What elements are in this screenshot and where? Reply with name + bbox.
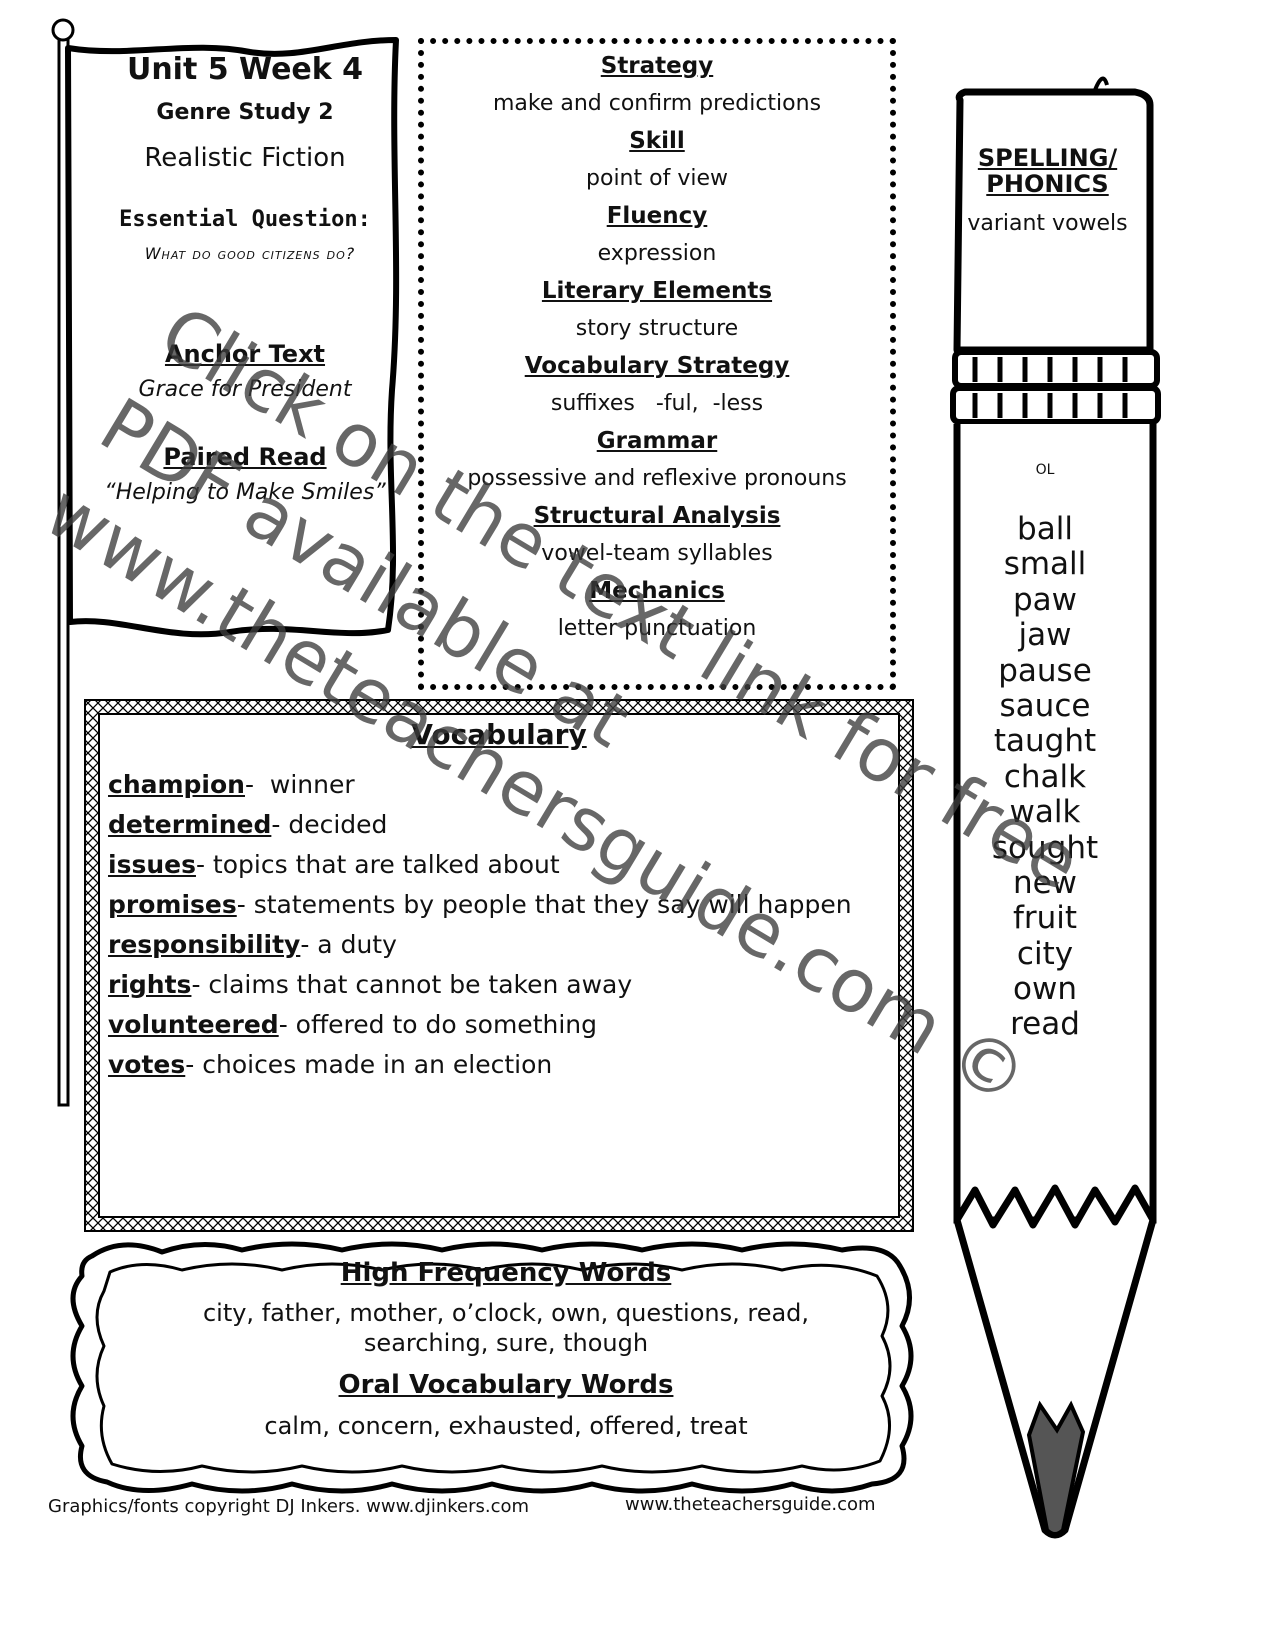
vocabulary-term: issues: [108, 850, 196, 879]
vocabulary-term: rights: [108, 970, 192, 999]
vocabulary-term: responsibility: [108, 930, 301, 959]
essential-question: What do good citizens do?: [144, 244, 356, 263]
vocabulary-definition: - statements by people that they say wil…: [236, 890, 852, 919]
skill-heading: Skill: [629, 128, 685, 154]
spelling-word: paw: [1012, 581, 1078, 618]
paired-read-label: Paired Read: [163, 443, 327, 471]
spelling-word: walk: [1009, 794, 1081, 831]
skill-value: point of view: [586, 166, 728, 191]
fluency-value: expression: [597, 241, 717, 266]
spelling-word: jaw: [1018, 617, 1072, 654]
vocabulary-definition: - a duty: [300, 930, 397, 959]
strategy-heading: Strategy: [600, 53, 714, 79]
vocabulary-term: promises: [108, 890, 237, 919]
level-label: OL: [1035, 462, 1055, 478]
pencil-graphite: [1026, 1400, 1086, 1536]
spelling-word: ball: [1017, 511, 1073, 547]
vocabulary-definition: - choices made in an election: [185, 1050, 553, 1079]
spelling-word: pause: [998, 652, 1092, 689]
essential-question-label: Essential Question:: [119, 207, 371, 232]
anchor-text-label: Anchor Text: [164, 340, 326, 368]
spelling-word: own: [1013, 971, 1077, 1008]
spelling-subheading: variant vowels: [967, 211, 1128, 236]
vocabulary-definition: - claims that cannot be taken away: [191, 970, 633, 999]
spelling-word: sauce: [999, 687, 1091, 724]
grammar-heading: Grammar: [596, 428, 718, 454]
vocabulary-item: determined- decided: [108, 806, 898, 846]
literary-elements-value: story structure: [575, 316, 739, 341]
mechanics-heading: Mechanics: [589, 578, 725, 604]
spelling-word-list: ball small paw jaw pause sauce taught ch…: [955, 511, 1135, 1043]
spelling-word: sought: [991, 829, 1099, 866]
vocabulary-item: rights- claims that cannot be taken away: [108, 966, 898, 1006]
strategy-list: Strategy make and confirm predictions Sk…: [418, 50, 896, 650]
vocabulary-strategy-value: suffixes -ful, -less: [550, 391, 764, 416]
mechanics-value: letter punctuation: [557, 616, 757, 641]
strategy-box: [418, 38, 896, 690]
vocabulary-item: promises- statements by people that they…: [108, 886, 898, 926]
vocabulary-term: volunteered: [108, 1010, 279, 1039]
vocabulary-item: champion- winner: [108, 766, 898, 806]
unit-title: Unit 5 Week 4: [126, 52, 364, 87]
paired-read: “Helping to Make Smiles”: [104, 480, 386, 505]
vocabulary-term: votes: [108, 1050, 186, 1079]
structural-analysis-value: vowel-team syllables: [541, 541, 773, 566]
vocabulary-list: champion- winner determined- decided iss…: [108, 766, 898, 1086]
pencil-ferrule-bottom: [950, 385, 1161, 425]
genre-study: Genre Study 2: [156, 100, 334, 125]
strategy-value: make and confirm predictions: [492, 91, 822, 116]
vocabulary-definition: - topics that are talked about: [195, 850, 560, 879]
vocabulary-item: votes- choices made in an election: [108, 1046, 898, 1086]
pencil-eraser: [953, 88, 1154, 354]
high-frequency-title: High Frequency Words: [340, 1258, 672, 1288]
word-cloud-frame: [70, 1241, 914, 1494]
spelling-word: small: [1003, 546, 1087, 583]
vocabulary-definition: - winner: [244, 770, 355, 799]
structural-analysis-heading: Structural Analysis: [533, 503, 781, 529]
spelling-word: city: [1016, 935, 1074, 972]
literary-elements-heading: Literary Elements: [541, 278, 773, 304]
spelling-word: fruit: [1012, 900, 1078, 937]
vocabulary-term: determined: [108, 810, 272, 839]
vocabulary-term: champion: [108, 770, 245, 799]
anchor-text: Grace for President: [138, 377, 352, 402]
genre: Realistic Fiction: [144, 143, 346, 173]
pencil-graphic: [950, 76, 1161, 1539]
vocabulary-frame: [84, 699, 914, 1232]
fluency-heading: Fluency: [606, 203, 708, 229]
vocabulary-item: responsibility- a duty: [108, 926, 898, 966]
vocabulary-strategy-heading: Vocabulary Strategy: [524, 353, 790, 379]
flag-graphic: [51, 18, 400, 1107]
spelling-word: chalk: [1003, 758, 1087, 795]
oral-vocabulary-words: calm, concern, exhausted, offered, treat: [264, 1412, 748, 1440]
vocabulary-definition: - decided: [271, 810, 388, 839]
vocabulary-item: volunteered- offered to do something: [108, 1006, 898, 1046]
spelling-word: taught: [993, 723, 1097, 760]
oral-vocabulary-title: Oral Vocabulary Words: [338, 1370, 674, 1400]
spelling-word: read: [1010, 1006, 1080, 1043]
vocabulary-item: issues- topics that are talked about: [108, 846, 898, 886]
vocabulary-title: Vocabulary: [411, 718, 587, 751]
spelling-word: new: [1012, 864, 1078, 901]
spelling-heading: SPELLING/ PHONICS: [977, 144, 1118, 198]
vocabulary-definition: - offered to do something: [278, 1010, 597, 1039]
high-frequency-words: city, father, mother, o’clock, own, ques…: [202, 1299, 810, 1357]
footer-copyright: Graphics/fonts copyright DJ Inkers. www.…: [48, 1496, 530, 1517]
grammar-value: possessive and reflexive pronouns: [467, 466, 847, 491]
flag-pole-top: [51, 18, 75, 42]
flag-banner: [65, 37, 400, 638]
footer-website: www.theteachersguide.com: [625, 1494, 876, 1515]
